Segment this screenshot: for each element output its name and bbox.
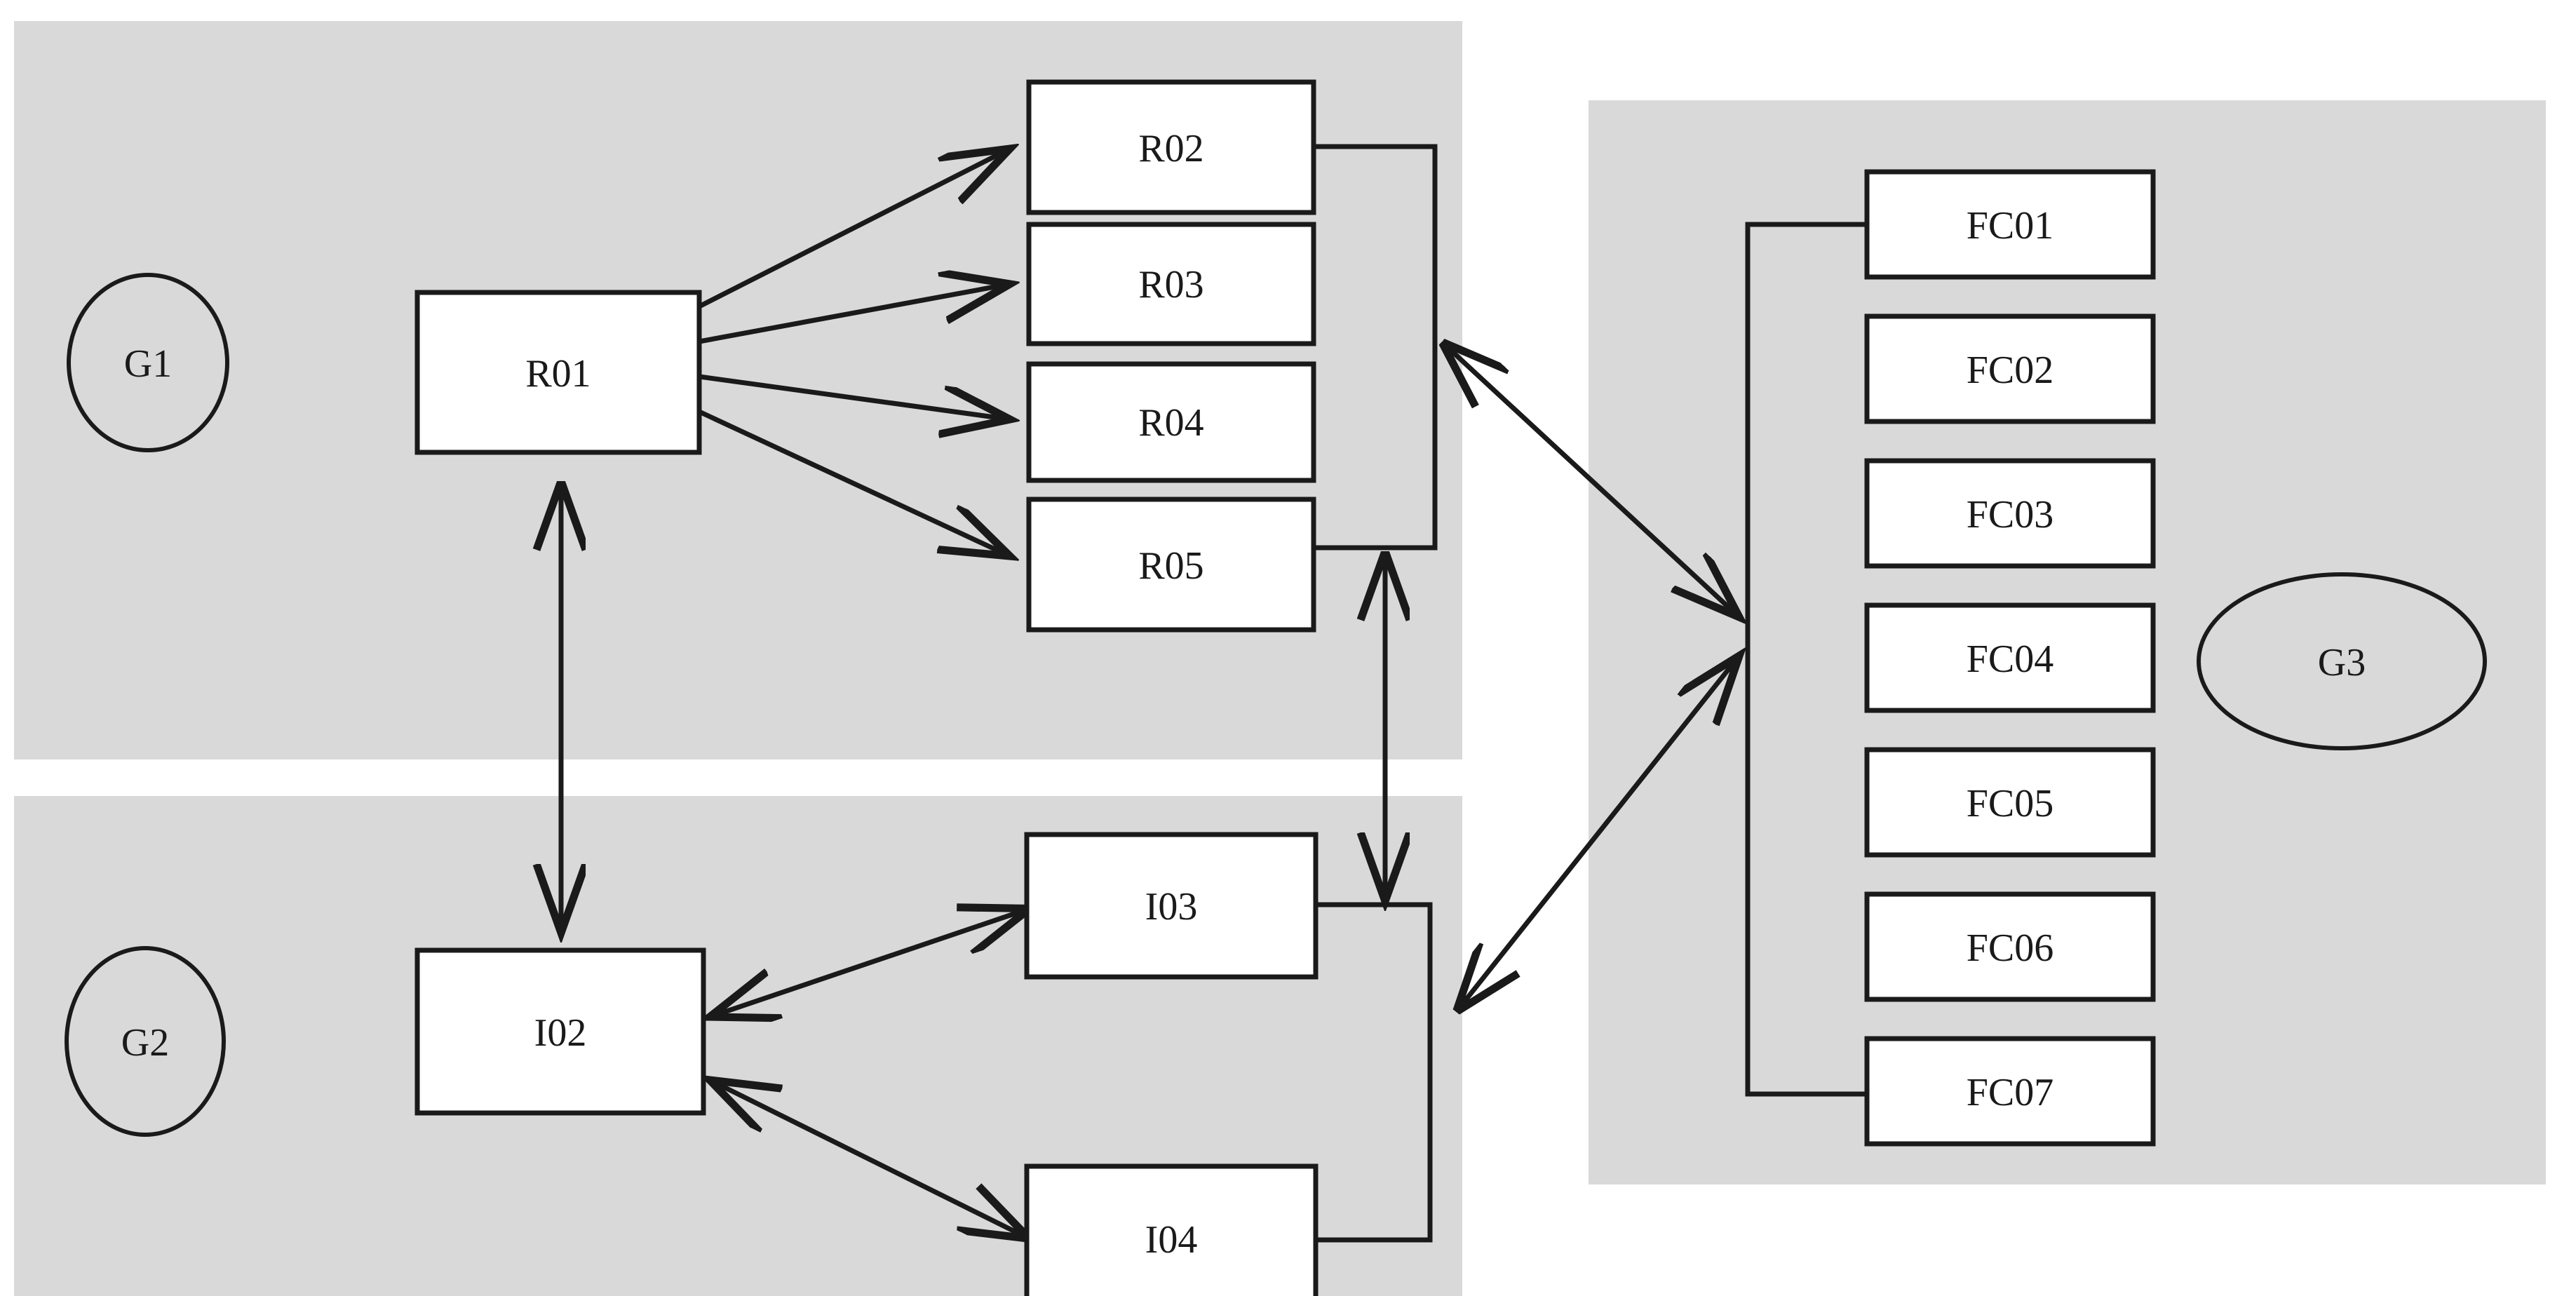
node-box-fc02[interactable] [1864, 313, 2156, 424]
node-box-r01[interactable] [414, 290, 702, 455]
group-label-g3: G3 [2318, 641, 2366, 684]
node-label-fc02: FC02 [1967, 349, 2054, 392]
edge-r01-r04 [699, 374, 1010, 419]
node-label-r04: R04 [1138, 401, 1203, 445]
edge-i03-i02 [710, 912, 1020, 1017]
node-label-fc01: FC01 [1967, 204, 2054, 248]
node-label-i03: I03 [1145, 885, 1198, 929]
node-box-fc05[interactable] [1864, 747, 2156, 858]
node-box-i04[interactable] [1024, 1163, 1319, 1296]
group-label-g2: G2 [121, 1021, 169, 1065]
node-label-r05: R05 [1138, 544, 1203, 588]
node-box-i03[interactable] [1024, 832, 1319, 980]
node-label-r01: R01 [525, 352, 591, 396]
node-label-fc05: FC05 [1967, 782, 2054, 825]
group-ellipse-g1[interactable] [67, 273, 229, 452]
node-label-i02: I02 [534, 1011, 587, 1055]
node-box-r04[interactable] [1026, 361, 1316, 483]
edge-r01-r02 [698, 149, 1010, 309]
group-ellipse-g2[interactable] [65, 946, 226, 1137]
node-label-r02: R02 [1138, 127, 1203, 170]
node-box-r05[interactable] [1026, 497, 1316, 633]
node-box-r03[interactable] [1026, 222, 1316, 346]
edge-r-group-fc-group [1449, 349, 1739, 617]
node-label-i04: I04 [1145, 1218, 1198, 1262]
node-label-fc06: FC06 [1967, 926, 2054, 970]
edge-r01-r03 [699, 284, 1010, 344]
node-label-r03: R03 [1138, 263, 1203, 306]
node-box-r02[interactable] [1026, 79, 1316, 215]
node-label-fc07: FC07 [1967, 1071, 2054, 1114]
node-box-i02[interactable] [414, 947, 706, 1116]
node-label-fc03: FC03 [1967, 493, 2054, 536]
edge-r01-r05 [698, 409, 1010, 556]
edge-i-group-fc-group [1462, 656, 1739, 1004]
node-box-fc01[interactable] [1864, 169, 2156, 280]
bracket-i-group [1316, 902, 1433, 1243]
bracket-fc-group [1745, 222, 1867, 1097]
group-label-g1: G1 [124, 342, 172, 386]
node-label-fc04: FC04 [1967, 637, 2054, 681]
node-box-fc06[interactable] [1864, 891, 2156, 1002]
group-ellipse-g3[interactable] [2197, 572, 2487, 750]
node-box-fc03[interactable] [1864, 458, 2156, 569]
node-box-fc04[interactable] [1864, 602, 2156, 713]
node-box-fc07[interactable] [1864, 1036, 2156, 1147]
edge-i04-i02 [710, 1080, 1020, 1234]
